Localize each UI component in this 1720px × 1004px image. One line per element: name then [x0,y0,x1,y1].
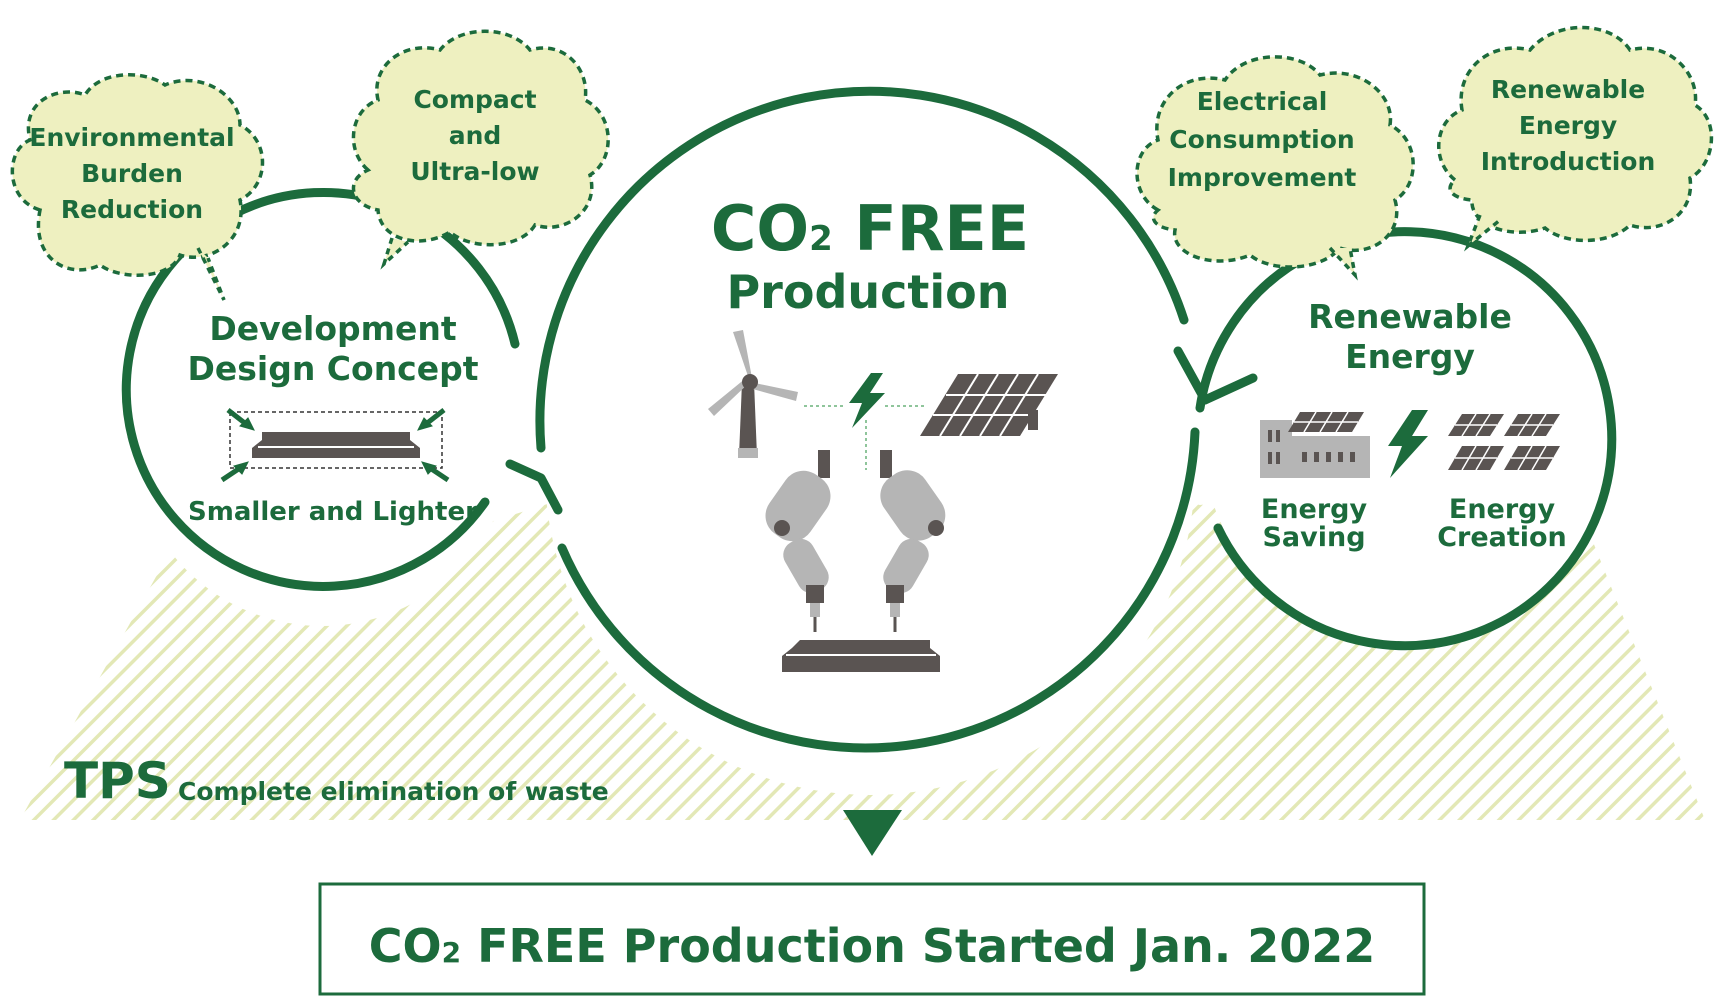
lightning-icon [849,373,885,428]
cloud-2-line-1: Compact [413,85,536,114]
result-subscript: 2 [442,936,461,969]
left-circle [121,188,520,626]
energy-creation-line-2: Creation [1437,522,1567,553]
center-circle [535,86,1200,795]
compress-arrows [220,408,450,483]
center-title-co: CO [711,192,809,265]
cloud-4-line-3: Introduction [1481,147,1656,176]
result-co: CO [369,919,442,973]
solar-panel-icon [1448,445,1504,471]
factory-icon [1260,411,1370,478]
result-box [318,882,1426,996]
solar-panel-icon [1448,413,1504,437]
cloud-1-line-2: Burden [81,159,183,188]
cloud-3-line-1: Electrical [1197,87,1328,116]
left-circle-caption: Smaller and Lighter [188,497,478,527]
center-title-subscript: 2 [809,219,833,259]
energy-creation-line-1: Energy [1449,494,1556,525]
result-rest: FREE Production Started Jan. 2022 [461,919,1375,973]
center-title-free: FREE [833,192,1029,265]
tps-description: Complete elimination of waste [178,777,609,806]
solar-panel-icon [1504,413,1560,437]
result-box-text: CO2 FREE Production Started Jan. 2022 [369,919,1376,973]
cloud-1-line-1: Environmental [29,123,234,152]
left-circle-title-line-1: Development [209,309,457,348]
center-circle-title: CO2 FREE [711,192,1029,265]
right-circle-title-line-1: Renewable [1308,297,1512,336]
arrow-head-center-to-right [1173,346,1258,405]
arrow-head-left-to-center [505,459,563,515]
robot-arm-icon [880,450,946,632]
lightning-icon [1388,410,1428,478]
cloud-1-line-3: Reduction [61,195,203,224]
right-circle-title-line-2: Energy [1345,337,1475,376]
cloud-3-line-3: Improvement [1168,163,1357,192]
tps-label: TPS [64,752,171,810]
cloud-4-line-1: Renewable [1491,75,1645,104]
solar-panel-icon [1504,445,1560,471]
grid-connection-lines [804,405,925,470]
down-arrow-icon [843,810,902,856]
robot-arm-icon [765,450,831,632]
product-board-icon [782,640,940,672]
wind-turbine-icon [708,330,798,458]
center-circle-subtitle: Production [726,265,1009,319]
left-circle-title-line-2: Design Concept [187,349,478,388]
cloud-3-line-2: Consumption [1169,125,1354,154]
cloud-2-line-2: and [449,121,502,150]
energy-saving-line-1: Energy [1261,494,1368,525]
solar-panel-icon [920,373,1058,437]
cloud-4-line-2: Energy [1519,111,1617,140]
cloud-2-line-3: Ultra-low [410,157,539,186]
product-board-icon [229,411,443,469]
energy-saving-line-2: Saving [1262,522,1365,553]
